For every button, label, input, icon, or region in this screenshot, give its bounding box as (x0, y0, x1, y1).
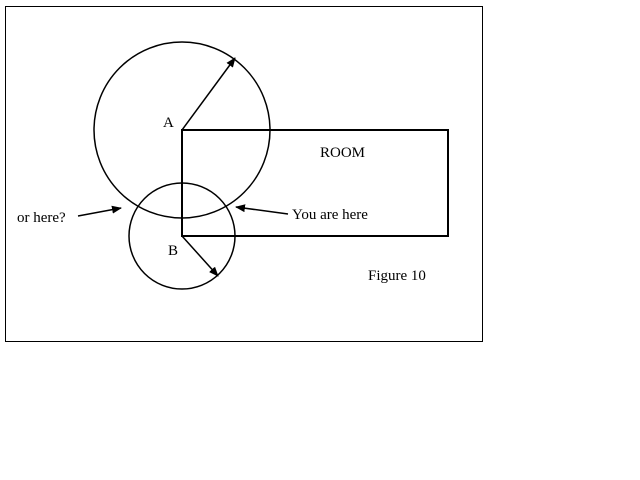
label-a: A (163, 115, 174, 131)
you-are-here-arrow (235, 204, 289, 215)
room-label: ROOM (320, 145, 365, 161)
radius-arrow-b (181, 235, 219, 277)
or-here-arrow (77, 205, 122, 217)
you-are-here-label: You are here (292, 207, 368, 223)
radius-arrow-a (181, 57, 236, 131)
figure-caption: Figure 10 (368, 268, 426, 284)
figure-frame (5, 6, 483, 342)
or-here-label: or here? (17, 210, 66, 226)
label-b: B (168, 243, 178, 259)
room-rectangle (181, 129, 449, 237)
